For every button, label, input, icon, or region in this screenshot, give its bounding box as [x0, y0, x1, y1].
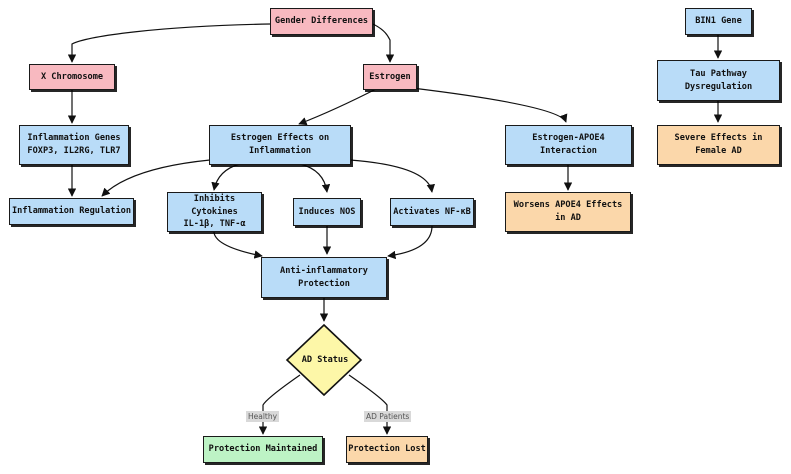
node-tau-pathway: Tau Pathway Dysregulation	[657, 60, 780, 101]
edge-nfkb-to-anti	[387, 225, 433, 260]
edge-cytokines-to-anti	[213, 229, 263, 259]
node-estrogen-apoe4: Estrogen-APOE4 Interaction	[505, 125, 632, 165]
node-anti-inflammatory: Anti-inflammatory Protection	[261, 257, 387, 298]
node-worsens-apoe4: Worsens APOE4 Effects in AD	[505, 192, 631, 232]
node-estrogen: Estrogen	[363, 64, 417, 90]
node-protection-lost: Protection Lost	[346, 436, 428, 463]
edge-estrogen-to-apoe4	[411, 87, 568, 123]
node-inhibits-cytokines: Inhibits Cytokines IL-1β, TNF-α	[167, 192, 262, 232]
node-estrogen-effects: Estrogen Effects on Inflammation	[209, 125, 351, 165]
node-x-chromosome: X Chromosome	[29, 64, 115, 90]
node-gender-differences: Gender Differences	[270, 8, 373, 35]
edge-label-healthy: Healthy	[246, 411, 280, 422]
edge-label-ad-patients: AD Patients	[364, 411, 412, 422]
ad-status-diamond	[285, 323, 363, 397]
edge-gender-to-xchromosome	[67, 23, 271, 63]
edge-gender-to-estrogen	[372, 23, 395, 63]
edge-effects-to-cytokines	[211, 163, 241, 191]
node-induces-nos: Induces NOS	[293, 198, 361, 226]
ad-status-label: AD Status	[301, 355, 349, 365]
edge-status-adpatients	[348, 374, 392, 435]
edge-status-healthy	[258, 374, 301, 435]
node-inflammation-genes: Inflammation Genes FOXP3, IL2RG, TLR7	[19, 125, 129, 165]
edge-effects-to-nfkb	[349, 159, 435, 193]
node-inflammation-regulation: Inflammation Regulation	[9, 198, 134, 225]
edge-estrogen-to-effects	[298, 87, 379, 126]
edge-effects-to-regulation	[101, 159, 211, 197]
node-protection-maintained: Protection Maintained	[203, 436, 323, 463]
node-severe-effects: Severe Effects in Female AD	[657, 125, 780, 165]
node-activates-nfkb: Activates NF-κB	[390, 198, 474, 226]
edge-effects-to-nos	[299, 163, 331, 193]
node-bin1-gene: BIN1 Gene	[685, 8, 752, 35]
